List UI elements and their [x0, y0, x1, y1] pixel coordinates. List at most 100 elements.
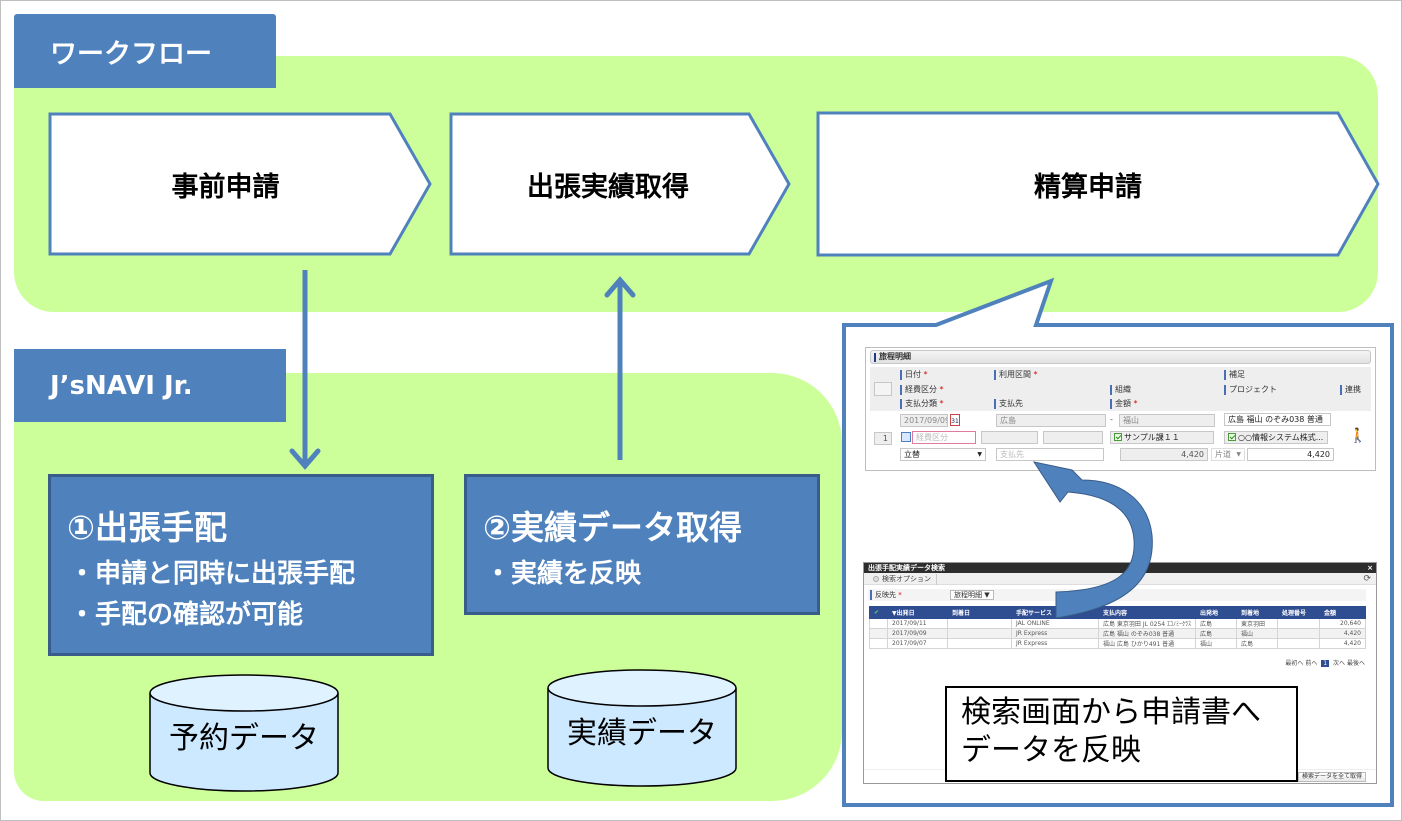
dropdown-arrow-icon: ▼ [1236, 451, 1241, 458]
step-label: 出張実績取得 [527, 171, 689, 203]
payee-input[interactable]: 支払先 [996, 448, 1104, 461]
pager-next[interactable]: 次へ [1333, 660, 1346, 667]
search-icon[interactable] [901, 432, 911, 442]
results-cell [869, 618, 888, 629]
header-route: 利用区間 [994, 370, 1038, 380]
results-cell [869, 628, 888, 639]
remarks-input[interactable]: 広島 福山 のぞみ038 普通 [1224, 413, 1331, 426]
results-cell: 東京羽田 [1236, 618, 1279, 629]
header-payment-type: 支払分類 [900, 399, 944, 409]
function-bullet: ・手配の確認が可能 [69, 600, 304, 630]
pager-last[interactable]: 最後へ [1346, 660, 1365, 667]
calendar-icon[interactable]: 31 [950, 414, 960, 426]
unit-amount-field: 4,420 [1120, 448, 1208, 461]
results-cell: 福山 [1195, 638, 1238, 649]
function-title: ②実績データ取得 [483, 508, 742, 547]
organization-input[interactable]: サンプル課１１ [1110, 431, 1214, 444]
route-to-input[interactable]: 福山 [1119, 414, 1215, 427]
expense-sub-input-2[interactable] [1043, 431, 1103, 444]
step-label: 精算申請 [1034, 171, 1142, 203]
function-title: ①出張手配 [67, 508, 227, 547]
workflow-step-actual-acquisition: 出張実績取得 [449, 112, 792, 256]
close-icon[interactable]: × [1367, 564, 1373, 572]
reflect-target-select[interactable]: 旅程明細 ▼ [950, 590, 994, 600]
refresh-icon[interactable]: ⟳ [1363, 574, 1371, 584]
column-arrival-date[interactable]: 到着日 [947, 606, 1012, 619]
header-payee: 支払先 [994, 399, 1023, 409]
pager-current-page[interactable]: 1 [1321, 660, 1330, 667]
results-cell: JR Express [1011, 638, 1099, 649]
step-label: 事前申請 [171, 171, 280, 203]
function-actual-data: ②実績データ取得 ・実績を反映 [464, 474, 820, 615]
function-travel-arrangement: ①出張手配 ・申請と同時に出張手配 ・手配の確認が可能 [48, 474, 434, 656]
results-cell [1277, 628, 1321, 639]
results-cell: 20,640 [1319, 618, 1366, 629]
results-table: ✔ ▼出発日 到着日 手配サービス 支払内容 出発地 到着地 処理番号 金額 2… [869, 606, 1366, 649]
arrow-up-icon [604, 276, 636, 460]
results-cell [947, 638, 1012, 649]
header-remarks: 補足 [1224, 370, 1245, 380]
pager-first[interactable]: 最初へ [1285, 660, 1304, 667]
workflow-step-settlement: 精算申請 [816, 111, 1380, 257]
row-number: 1 [874, 432, 892, 445]
results-cell: 4,420 [1319, 628, 1366, 639]
arrow-down-icon [289, 270, 321, 470]
trip-type-value: 片道 [1215, 450, 1231, 459]
tab-search-options[interactable]: 検索オプション [868, 574, 937, 585]
date-input[interactable]: 2017/09/09 [900, 414, 948, 427]
results-cell: 広島 [1195, 628, 1238, 639]
trip-type-select[interactable]: 片道 ▼ [1211, 448, 1245, 461]
route-from-input[interactable]: 広島 [996, 414, 1106, 427]
fetch-all-button[interactable]: 検索データを全て取得 [1297, 772, 1366, 782]
workflow-step-pre-application: 事前申請 [48, 112, 433, 256]
note-line: 検索画面から申請書へ [961, 695, 1261, 730]
dialog-title: 出張手配実績データ検索 [868, 564, 945, 572]
reflect-target-value: 旅程明細 [954, 591, 982, 599]
column-amount[interactable]: 金額 [1319, 606, 1366, 619]
curved-arrow-icon [1032, 461, 1153, 619]
column-process-number[interactable]: 処理番号 [1277, 606, 1321, 619]
column-destination[interactable]: 到着地 [1236, 606, 1279, 619]
dialog-title-bar: 出張手配実績データ検索 × [864, 563, 1376, 573]
column-check[interactable]: ✔ [869, 606, 888, 619]
results-cell: 広島 [1195, 618, 1238, 629]
amount-input[interactable]: 4,420 [1247, 448, 1334, 461]
results-cell: 2017/09/07 [887, 638, 948, 649]
results-cell: 福山 広島 ひかり491 普通 [1097, 638, 1197, 649]
header-date: 日付 [900, 370, 928, 380]
column-origin[interactable]: 出発地 [1195, 606, 1238, 619]
reflect-target-label: 反映先 [870, 590, 902, 600]
walking-person-icon[interactable]: 🚶 [1349, 428, 1367, 444]
database-reservation: 予約データ [148, 673, 340, 795]
results-cell [869, 638, 888, 649]
itinerary-section-header: 旅程明細 [870, 350, 1371, 364]
database-actuals: 実績データ [546, 668, 738, 790]
project-input[interactable]: ○○情報システム株式... [1224, 431, 1328, 444]
results-cell: 福山 [1236, 628, 1279, 639]
column-departure-date[interactable]: ▼出発日 [887, 606, 948, 619]
database-icon [547, 669, 737, 787]
jsnavi-label: J’sNAVI Jr. [14, 349, 286, 422]
expense-sub-input-1[interactable] [981, 431, 1038, 444]
header-expense-type: 経費区分 [900, 385, 944, 395]
payment-type-select[interactable]: 立替▼ [900, 448, 986, 461]
expense-type-input[interactable]: 経費区分 [912, 431, 976, 444]
note-box: 検索画面から申請書へ データを反映 [945, 686, 1298, 782]
radio-icon [873, 576, 879, 582]
header-organization: 組織 [1110, 385, 1131, 395]
function-bullet: ・申請と同時に出張手配 [69, 559, 356, 589]
note-line: データを反映 [961, 733, 1141, 768]
select-all-checkbox[interactable] [874, 382, 892, 396]
header-amount: 金額 [1110, 399, 1138, 409]
route-separator: - [1110, 415, 1113, 424]
results-header-row: ✔ ▼出発日 到着日 手配サービス 支払内容 出発地 到着地 処理番号 金額 [869, 606, 1366, 619]
database-label: 実績データ [567, 716, 717, 751]
results-cell: 2017/09/11 [887, 618, 948, 629]
pager: 最初へ 前へ 1 次へ 最後へ [1285, 658, 1365, 667]
column-payment-details[interactable]: 支払内容 [1097, 606, 1197, 619]
pager-prev[interactable]: 前へ [1305, 660, 1318, 667]
workflow-label-text: ワークフロー [50, 38, 212, 70]
payment-type-value: 立替 [904, 450, 920, 459]
